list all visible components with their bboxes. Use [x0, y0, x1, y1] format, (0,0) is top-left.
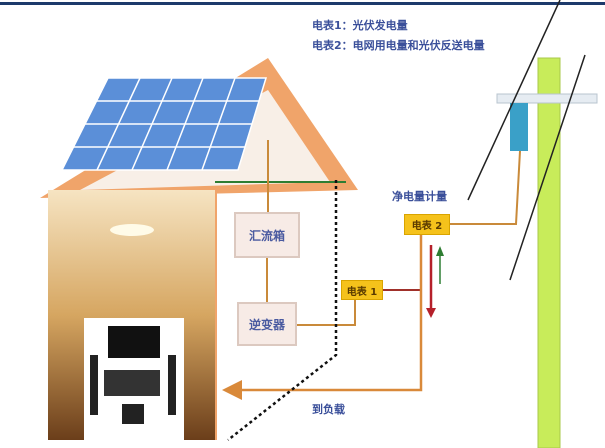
solar-panel [60, 77, 268, 171]
meter-2: 电表 2 [404, 214, 450, 235]
speaker-left [90, 355, 98, 415]
to-load-label: 到负载 [312, 403, 345, 416]
legend-meter1: 电表1：光伏发电量 [312, 19, 408, 32]
combiner-box: 汇流箱 [234, 212, 300, 258]
meter2-grid-wire [450, 150, 521, 225]
legend-meter2: 电表2：电网用电量和光伏反送电量 [312, 39, 485, 52]
load-arrow [222, 235, 423, 400]
inverter-box: 逆变器 [237, 302, 297, 346]
inverter-meter1-wire [297, 300, 356, 326]
audio-equipment [104, 370, 160, 396]
net-metering-label: 净电量计量 [392, 190, 447, 203]
grid-line-1 [467, 0, 561, 201]
speaker-right [168, 355, 176, 415]
ceiling-lamp [110, 224, 154, 236]
meter-1: 电表 1 [341, 280, 383, 300]
top-rule [0, 2, 605, 5]
pole-crossbar [496, 93, 598, 104]
import-arrow-head [426, 308, 436, 318]
export-arrow-head [436, 246, 444, 256]
utility-pole [537, 57, 561, 448]
grid-line-2 [509, 54, 586, 281]
pole-transformer [510, 103, 528, 151]
subwoofer [122, 404, 144, 424]
television [108, 326, 160, 358]
house-boundary-dotted [227, 180, 338, 441]
